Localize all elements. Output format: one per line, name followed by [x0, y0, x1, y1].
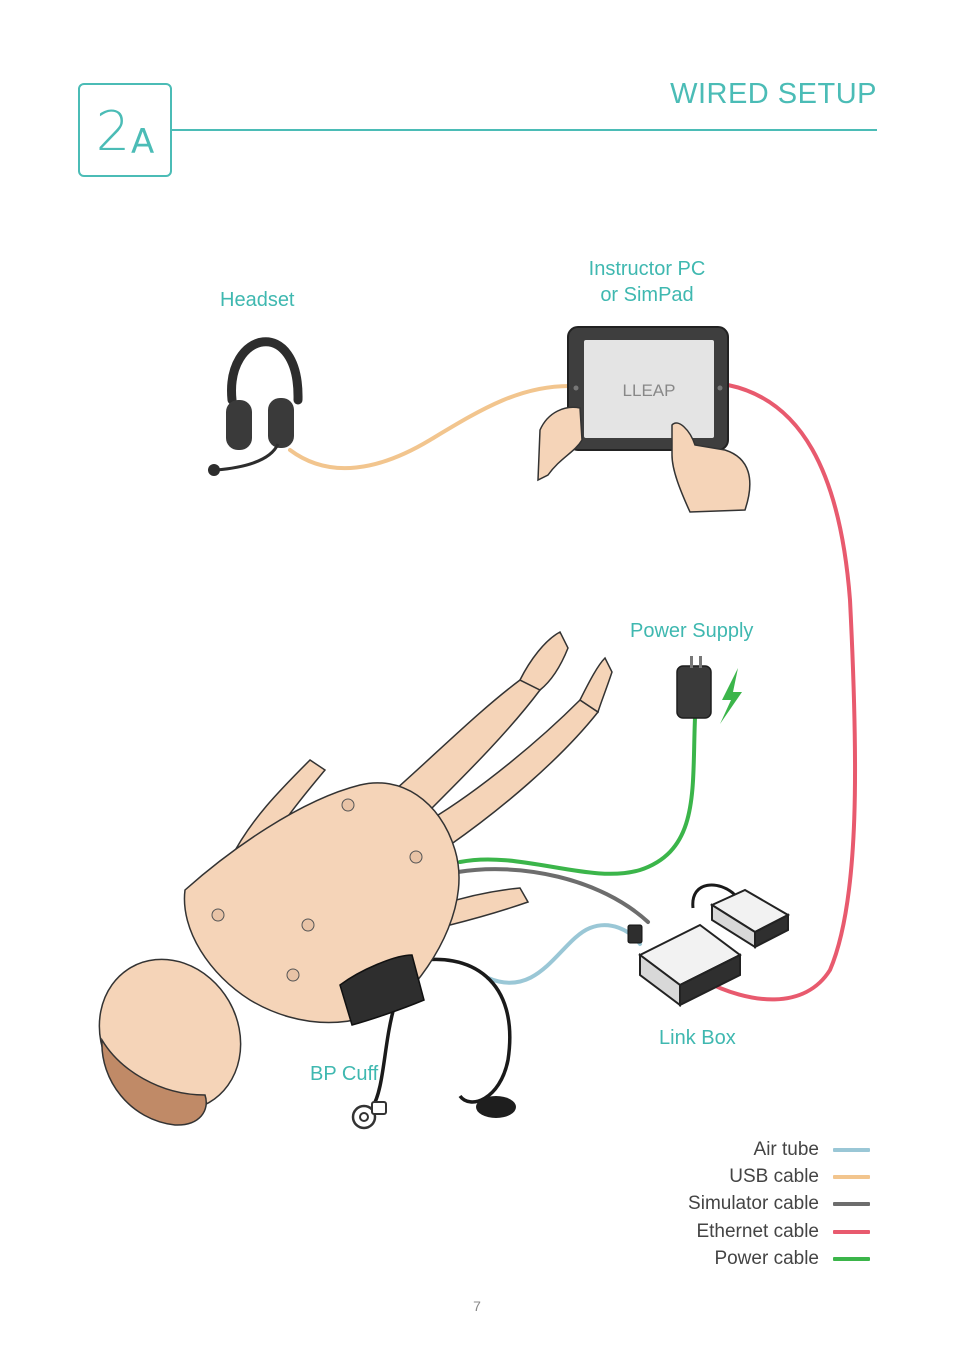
manikin-illustration: [98, 630, 613, 1126]
air-tube: [486, 923, 642, 985]
tablet-icon: LLEAP: [537, 326, 751, 513]
legend-label: Power cable: [714, 1248, 819, 1270]
power-supply-icon: [676, 656, 742, 724]
legend-item: Air tube: [610, 1136, 870, 1163]
headset-label: Headset: [220, 289, 295, 311]
simulator-cable: [456, 867, 650, 924]
legend-item: Simulator cable: [610, 1191, 870, 1218]
bp-bulb-icon: [476, 1096, 516, 1118]
legend-swatch: [833, 1229, 870, 1234]
usb-cable: [288, 383, 574, 471]
bp-bulb-tube: [411, 957, 512, 1104]
instructor-pc-label-line1: Instructor PC: [588, 258, 706, 280]
bp-gauge-connector-icon: [351, 1101, 387, 1130]
legend-item: Ethernet cable: [610, 1218, 870, 1245]
header-rule: [172, 129, 877, 131]
legend-item: Power cable: [610, 1246, 870, 1273]
headset-icon: [208, 337, 303, 476]
link-box-cable: [691, 883, 737, 909]
power-cable: [458, 716, 697, 876]
section-title: WIRED SETUP: [670, 78, 877, 110]
legend-swatch: [833, 1202, 870, 1207]
ethernet-cable: [701, 383, 858, 1002]
power-supply-label: Power Supply: [630, 620, 754, 642]
link-box-icon: [627, 888, 791, 1007]
legend-label: Ethernet cable: [696, 1220, 819, 1242]
step-letter: A: [131, 122, 155, 162]
legend-item: USB cable: [610, 1163, 870, 1190]
legend-swatch: [833, 1147, 870, 1152]
instructor-pc-label: Instructor PC or SimPad: [566, 256, 728, 308]
screen-text: LLEAP: [623, 381, 676, 400]
bp-cuff-label: BP Cuff: [310, 1063, 379, 1085]
legend-label: Air tube: [753, 1138, 819, 1160]
legend-label: USB cable: [729, 1166, 819, 1188]
link-box-label: Link Box: [659, 1027, 736, 1049]
instructor-pc-label-line2: or SimPad: [600, 284, 694, 306]
step-number: 2: [95, 100, 131, 163]
legend-swatch: [833, 1175, 870, 1180]
page-number: 7: [473, 1298, 481, 1314]
legend-swatch: [833, 1257, 870, 1262]
legend-label: Simulator cable: [688, 1193, 819, 1215]
